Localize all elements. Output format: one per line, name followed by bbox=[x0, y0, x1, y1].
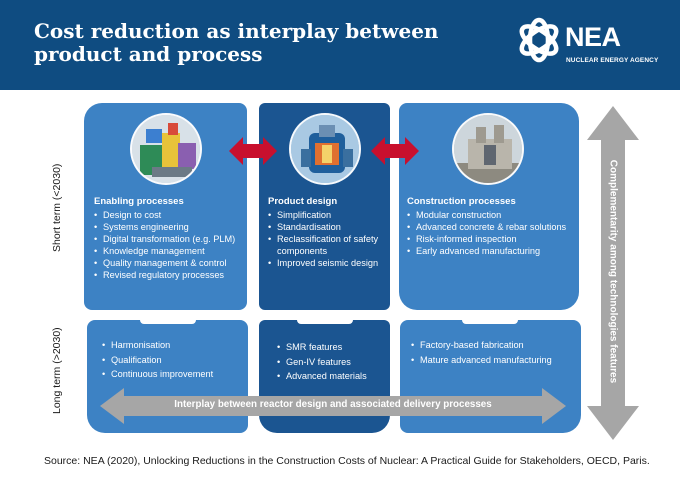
construction-processes-list: Modular construction Advanced concrete &… bbox=[407, 209, 577, 257]
reactor-model-image bbox=[130, 113, 202, 185]
list-item: Gen-IV features bbox=[277, 355, 387, 370]
list-item: Risk-informed inspection bbox=[407, 233, 577, 245]
list-item: Qualification bbox=[102, 353, 246, 368]
list-item: SMR features bbox=[277, 340, 387, 355]
divider-notch bbox=[140, 320, 196, 324]
horizontal-double-arrow-icon bbox=[100, 388, 566, 424]
list-item: Advanced materials bbox=[277, 369, 387, 384]
construction-site-image bbox=[452, 113, 524, 185]
list-item: Systems engineering bbox=[94, 221, 244, 233]
logo-name: NEA bbox=[565, 22, 621, 52]
reactor-vessel-image bbox=[289, 113, 361, 185]
enabling-long-term-list: Harmonisation Qualification Continuous i… bbox=[102, 338, 246, 382]
double-arrow-icon bbox=[371, 137, 419, 165]
construction-processes-title: Construction processes bbox=[407, 196, 516, 207]
list-item: Digital transformation (e.g. PLM) bbox=[94, 233, 244, 245]
complementarity-arrow: Complementarity among technologies featu… bbox=[585, 106, 641, 440]
atom-logo-icon bbox=[519, 17, 559, 63]
logo-subtitle: NUCLEAR ENERGY AGENCY bbox=[566, 57, 659, 64]
divider-notch bbox=[297, 320, 353, 324]
enabling-processes-title: Enabling processes bbox=[94, 196, 184, 207]
list-item: Mature advanced manufacturing bbox=[411, 353, 579, 368]
nea-logo: NEA NUCLEAR ENERGY AGENCY bbox=[515, 16, 675, 80]
double-arrow-icon bbox=[229, 137, 277, 165]
vertical-double-arrow-icon bbox=[587, 106, 639, 440]
list-item: Revised regulatory processes bbox=[94, 269, 244, 281]
list-item: Design to cost bbox=[94, 209, 244, 221]
list-item: Simplification bbox=[268, 209, 388, 221]
construction-long-term-list: Factory-based fabrication Mature advance… bbox=[411, 338, 579, 367]
interplay-arrow-label: Interplay between reactor design and ass… bbox=[174, 399, 492, 410]
short-term-label: Short term (<2030) bbox=[51, 163, 63, 252]
list-item: Improved seismic design bbox=[268, 257, 388, 269]
list-item: Harmonisation bbox=[102, 338, 246, 353]
list-item: Early advanced manufacturing bbox=[407, 245, 577, 257]
list-item: Modular construction bbox=[407, 209, 577, 221]
list-item: Reclassification of safety components bbox=[268, 233, 388, 257]
list-item: Advanced concrete & rebar solutions bbox=[407, 221, 577, 233]
product-design-list: Simplification Standardisation Reclassif… bbox=[268, 209, 388, 269]
interplay-arrow: Interplay between reactor design and ass… bbox=[100, 388, 566, 424]
header-banner: Cost reduction as interplay between prod… bbox=[0, 0, 680, 90]
divider-notch bbox=[462, 320, 518, 324]
product-long-term-list: SMR features Gen-IV features Advanced ma… bbox=[277, 340, 387, 384]
page-title: Cost reduction as interplay between prod… bbox=[34, 19, 439, 66]
long-term-label: Long term (>2030) bbox=[51, 327, 63, 414]
complementarity-arrow-label: Complementarity among technologies featu… bbox=[607, 159, 619, 384]
enabling-processes-list: Design to cost Systems engineering Digit… bbox=[94, 209, 244, 281]
list-item: Continuous improvement bbox=[102, 367, 246, 382]
source-citation: Source: NEA (2020), Unlocking Reductions… bbox=[44, 455, 650, 467]
product-design-title: Product design bbox=[268, 196, 338, 207]
list-item: Standardisation bbox=[268, 221, 388, 233]
list-item: Quality management & control bbox=[94, 257, 244, 269]
list-item: Knowledge management bbox=[94, 245, 244, 257]
list-item: Factory-based fabrication bbox=[411, 338, 579, 353]
